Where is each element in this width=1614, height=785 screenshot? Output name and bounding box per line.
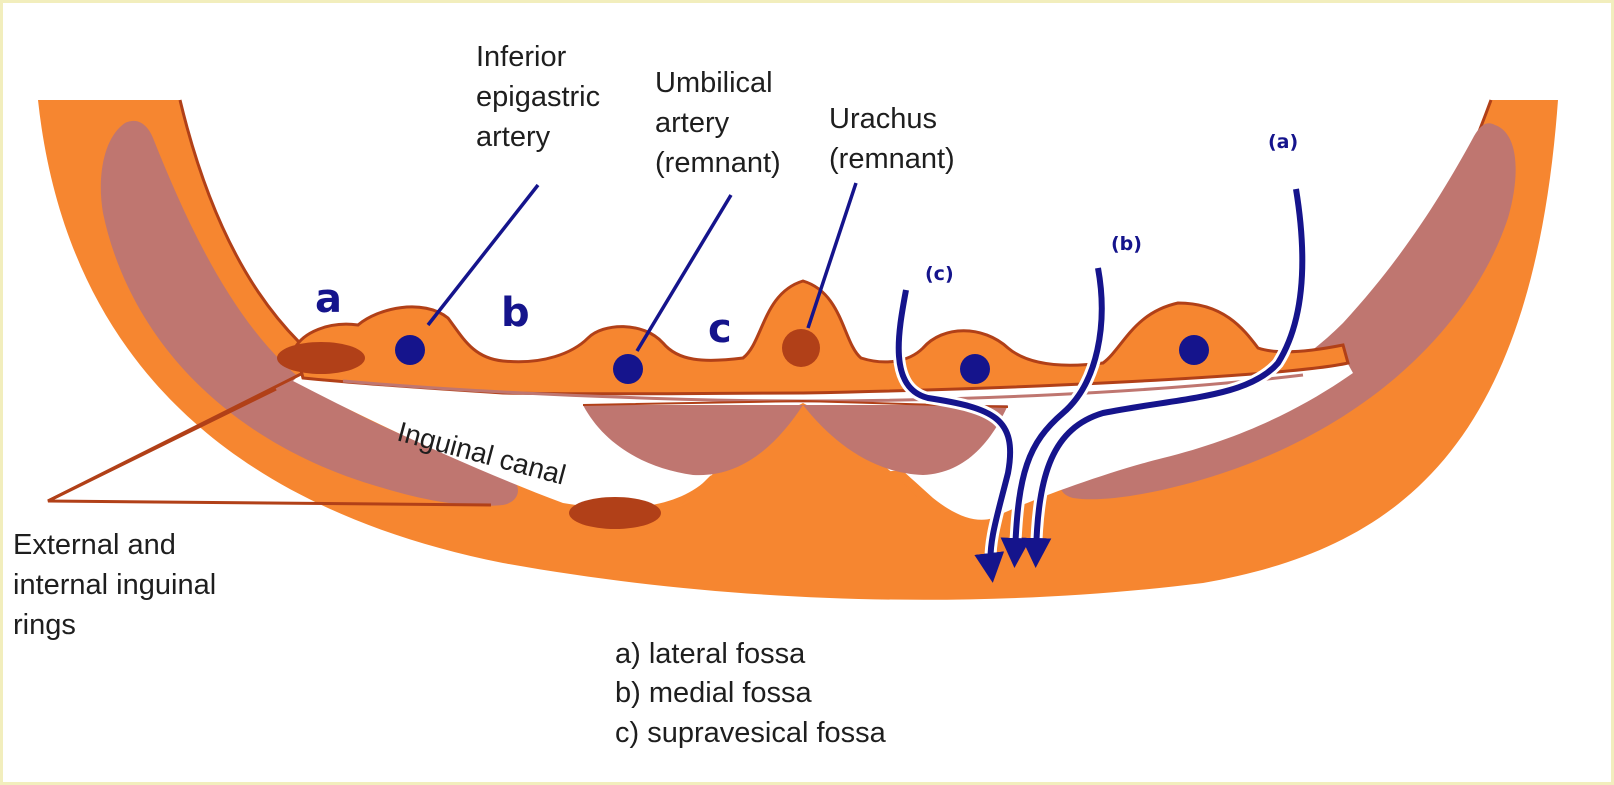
hernia-tag-a: (a) xyxy=(1268,133,1298,152)
label-inferior-epigastric-artery: Inferior epigastric artery xyxy=(476,37,600,157)
urachus-remnant xyxy=(782,329,820,367)
hernia-tag-b: (b) xyxy=(1111,235,1142,254)
fossa-letter-c: c xyxy=(708,309,732,349)
legend-item-a: a) lateral fossa xyxy=(615,635,886,674)
label-inguinal-rings: External and internal inguinal rings xyxy=(13,525,216,645)
inferior-epigastric-artery-right xyxy=(1179,335,1209,365)
label-umbilical-artery: Umbilical artery (remnant) xyxy=(655,63,781,183)
fossa-letter-b: b xyxy=(501,293,530,333)
external-inguinal-ring xyxy=(569,497,661,529)
legend-item-b: b) medial fossa xyxy=(615,674,886,713)
legend: a) lateral fossa b) medial fossa c) supr… xyxy=(615,635,886,753)
label-urachus: Urachus (remnant) xyxy=(829,99,955,179)
umbilical-artery-left xyxy=(613,354,643,384)
fossa-letter-a: a xyxy=(315,279,342,319)
internal-inguinal-ring xyxy=(277,342,365,374)
legend-item-c: c) supravesical fossa xyxy=(615,714,886,753)
inferior-epigastric-artery-left xyxy=(395,335,425,365)
hernia-tag-c: (c) xyxy=(925,265,954,284)
umbilical-artery-right xyxy=(960,354,990,384)
